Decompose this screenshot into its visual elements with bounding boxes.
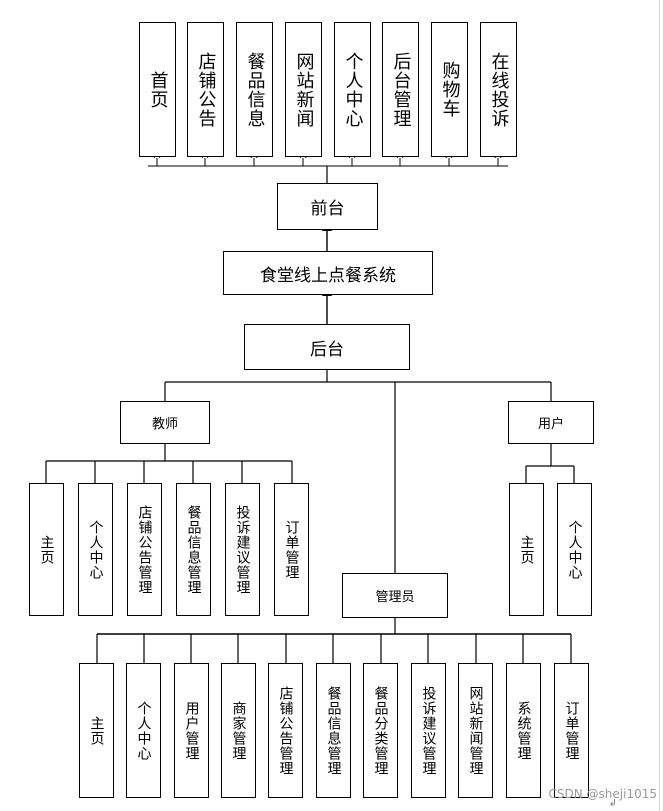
admin-module-user-mgmt: 用户管理 [174, 663, 209, 798]
teacher-module-meal-info-mgmt: 餐品信息管理 [176, 483, 211, 616]
admin-module-meal-info-mgmt: 餐品信息管理 [316, 663, 351, 798]
front-module-meal-info: 餐品信息 [236, 22, 273, 157]
paragraph-mark-icon: ↲ [608, 798, 617, 809]
front-module-backend-admin: 后台管理 [382, 22, 419, 157]
user-module-home: 主页 [509, 483, 544, 616]
admin-module-merchant-mgmt: 商家管理 [221, 663, 256, 798]
admin-module-system-mgmt: 系统管理 [506, 663, 541, 798]
front-module-shop-notice: 店铺公告 [187, 22, 224, 157]
root-system-box: 食堂线上点餐系统 [223, 251, 433, 295]
teacher-module-home: 主页 [29, 483, 64, 616]
front-module-online-complaint: 在线投诉 [480, 22, 517, 157]
front-module-personal-center: 个人中心 [334, 22, 371, 157]
admin-module-personal-center: 个人中心 [126, 663, 161, 798]
teacher-module-complaint-mgmt: 投诉建议管理 [225, 483, 260, 616]
teacher-module-shop-notice-mgmt: 店铺公告管理 [127, 483, 162, 616]
teacher-module-order-mgmt: 订单管理 [274, 483, 309, 616]
front-module-shopping-cart: 购物车 [431, 22, 468, 157]
role-admin-box: 管理员 [342, 573, 448, 618]
frontend-box: 前台 [277, 183, 378, 230]
teacher-module-personal-center: 个人中心 [78, 483, 113, 616]
admin-module-site-news-mgmt: 网站新闻管理 [458, 663, 493, 798]
admin-module-meal-category-mgmt: 餐品分类管理 [363, 663, 398, 798]
backend-box: 后台 [244, 324, 410, 370]
page-right-border [659, 0, 660, 811]
admin-module-order-mgmt: 订单管理 [554, 663, 589, 798]
admin-module-home: 主页 [79, 663, 114, 798]
front-module-site-news: 网站新闻 [285, 22, 322, 157]
admin-module-shop-notice-mgmt: 店铺公告管理 [268, 663, 303, 798]
watermark-text: CSDN @sheji1015 [548, 787, 657, 801]
admin-module-complaint-mgmt: 投诉建议管理 [411, 663, 446, 798]
front-module-home: 首页 [139, 22, 176, 157]
role-user-box: 用户 [508, 401, 594, 444]
role-teacher-box: 教师 [120, 401, 210, 444]
user-module-personal-center: 个人中心 [557, 483, 592, 616]
